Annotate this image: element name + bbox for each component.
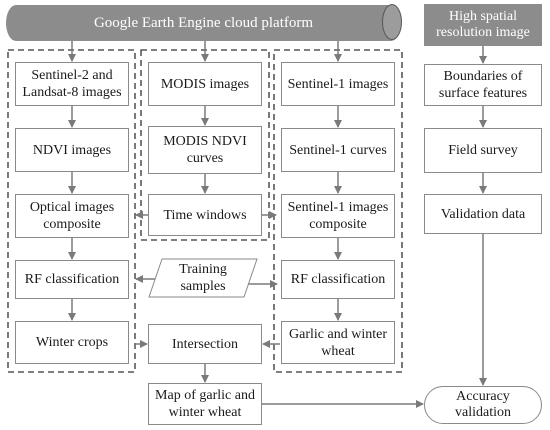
validation-data-box: Validation data (424, 194, 542, 234)
modis-images-box: MODIS images (148, 62, 262, 106)
rf-classification-sar-box: RF classification (281, 260, 395, 299)
optical-composite-box: Optical images composite (15, 194, 129, 238)
intersection-box: Intersection (148, 324, 262, 364)
time-windows-box: Time windows (148, 194, 262, 236)
accuracy-validation-box: Accuracy validation (424, 386, 542, 424)
rf-classification-optical-box: RF classification (15, 260, 129, 299)
ndvi-images-box: NDVI images (15, 128, 129, 172)
sentinel1-composite-box: Sentinel-1 images composite (281, 194, 395, 238)
map-box: Map of garlic and winter wheat (148, 383, 262, 425)
gee-platform-banner: Google Earth Engine cloud platform (6, 4, 402, 41)
sentinel2-landsat8-box: Sentinel-2 and Landsat-8 images (15, 62, 129, 106)
high-res-image-box: High spatial resolution image (424, 4, 542, 46)
training-samples-label: Training samples (179, 262, 227, 294)
cylinder-end (382, 4, 402, 40)
sentinel1-curves-box: Sentinel-1 curves (281, 128, 395, 172)
training-samples-shape (148, 258, 258, 298)
gee-platform-label: Google Earth Engine cloud platform (93, 14, 314, 31)
boundaries-box: Boundaries of surface features (424, 64, 542, 106)
training-samples-box: Training samples (148, 258, 258, 298)
modis-ndvi-curves-box: MODIS NDVI curves (148, 126, 262, 174)
field-survey-box: Field survey (424, 128, 542, 173)
winter-crops-box: Winter crops (15, 321, 129, 364)
garlic-winter-wheat-box: Garlic and winter wheat (281, 321, 395, 364)
sentinel1-images-box: Sentinel-1 images (281, 62, 395, 106)
